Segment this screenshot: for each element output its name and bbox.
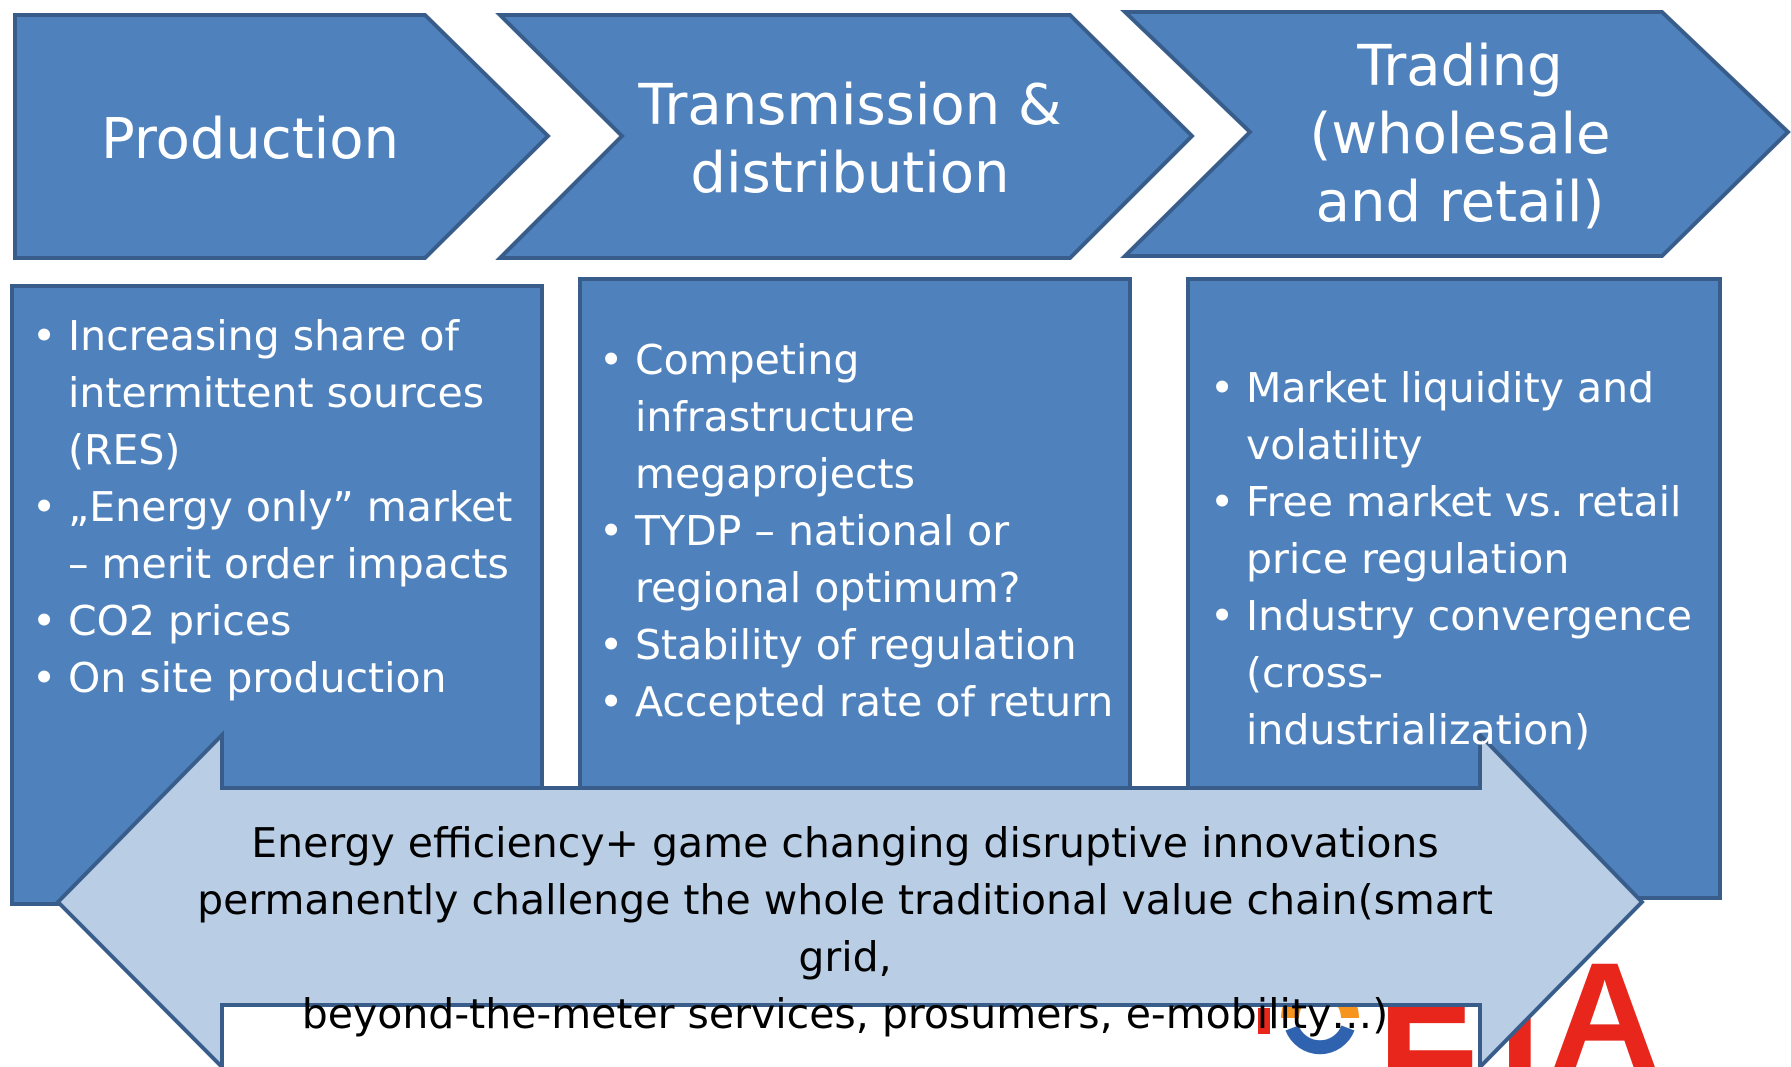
stage-title-text: Trading (wholesale and retail) bbox=[1310, 33, 1611, 237]
bullet-item: Competing infrastructure megaprojects bbox=[595, 332, 1125, 503]
stage-title-line: Trading bbox=[1357, 34, 1563, 99]
bullet-item: CO2 prices bbox=[28, 593, 533, 650]
stage-title-text: Transmission & distribution bbox=[638, 72, 1061, 208]
bullet-item: Free market vs. retail price regulation bbox=[1206, 474, 1718, 588]
chevron-trading bbox=[1120, 10, 1791, 258]
trading-bullets: Market liquidity and volatility Free mar… bbox=[1206, 360, 1718, 759]
bullet-item: Stability of regulation bbox=[595, 617, 1125, 674]
logo-red-mark bbox=[1258, 1008, 1270, 1034]
banner-line: Energy efficiency+ game changing disrupt… bbox=[251, 819, 1439, 867]
stage-title-trading: Trading (wholesale and retail) bbox=[1250, 20, 1670, 250]
banner-text: Energy efficiency+ game changing disrupt… bbox=[150, 815, 1540, 1043]
bullet-item: TYDP – national or regional optimum? bbox=[595, 503, 1125, 617]
banner-line: permanently challenge the whole traditio… bbox=[197, 876, 1493, 981]
bullet-item: Industry convergence (cross-industrializ… bbox=[1206, 588, 1718, 759]
production-bullets: Increasing share of intermittent sources… bbox=[28, 308, 533, 707]
double-arrow-banner bbox=[55, 730, 1645, 1067]
stage-title-production: Production bbox=[20, 40, 480, 240]
bullet-item: „Energy only” market – merit order impac… bbox=[28, 479, 533, 593]
bullet-item: Market liquidity and volatility bbox=[1206, 360, 1718, 474]
bullet-item: Increasing share of intermittent sources… bbox=[28, 308, 533, 479]
logo-ring-blue bbox=[1285, 1025, 1355, 1055]
stage-title-transmission: Transmission & distribution bbox=[620, 40, 1080, 240]
stage-title-line: (wholesale bbox=[1309, 102, 1611, 167]
stage-title-line: and retail) bbox=[1315, 170, 1605, 235]
stage-title-text: Production bbox=[101, 106, 399, 174]
chevron-transmission bbox=[495, 13, 1195, 260]
bullet-item: Accepted rate of return bbox=[595, 674, 1125, 731]
transmission-bullets: Competing infrastructure megaprojects TY… bbox=[595, 332, 1125, 731]
banner-line: beyond-the-meter services, prosumers, e-… bbox=[301, 990, 1389, 1038]
bullet-item: On site production bbox=[28, 650, 533, 707]
chevron-production bbox=[13, 13, 551, 260]
stage-title-line: distribution bbox=[690, 141, 1010, 206]
stage-title-line: Transmission & bbox=[638, 73, 1062, 138]
stage-title-line: Production bbox=[101, 107, 399, 172]
